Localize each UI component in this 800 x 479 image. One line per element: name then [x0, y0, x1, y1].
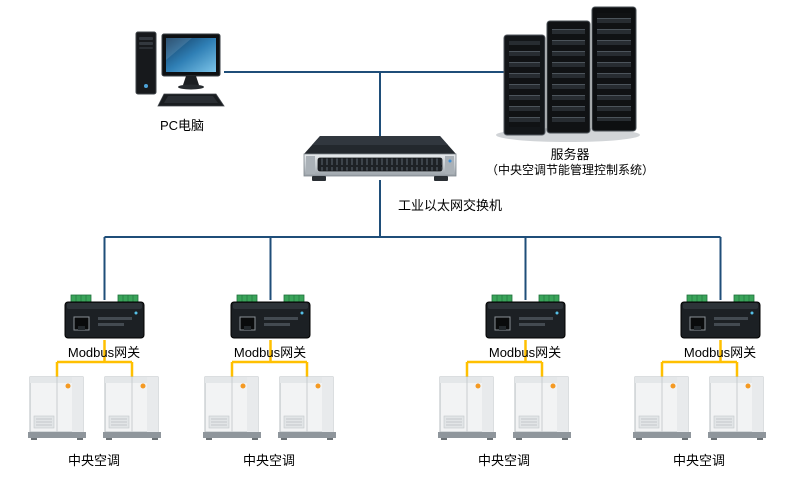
- pc-icon: [135, 31, 225, 107]
- server-sublabel: （中央空调节能管理控制系统）: [485, 163, 654, 177]
- modbus-gateway-icon: [485, 294, 566, 339]
- air-conditioner-icon: [203, 376, 261, 440]
- air-conditioner-icon: [103, 376, 161, 440]
- modbus-gateway-icon: [64, 294, 145, 339]
- server-label: 服务器: [550, 147, 590, 162]
- air-conditioner-icon: [513, 376, 571, 440]
- gateway-label: Modbus网关: [67, 345, 141, 360]
- air-conditioner-icon: [28, 376, 86, 440]
- ac-group-label: 中央空调: [477, 453, 530, 468]
- ac-group-label: 中央空调: [242, 453, 295, 468]
- ac-group-label: 中央空调: [672, 453, 725, 468]
- server-icon: [496, 6, 640, 142]
- switch-icon: [303, 136, 457, 181]
- modbus-gateway-icon: [680, 294, 761, 339]
- ac-group-label: 中央空调: [67, 453, 120, 468]
- modbus-line-group-2: [230, 340, 309, 380]
- pc-label: PC电脑: [159, 118, 205, 133]
- modbus-line-group-3: [465, 340, 544, 380]
- switch-label: 工业以太网交换机: [397, 198, 502, 213]
- air-conditioner-icon: [438, 376, 496, 440]
- modbus-line-group-1: [55, 340, 134, 380]
- gateway-label: Modbus网关: [488, 345, 562, 360]
- modbus-gateway-icon: [230, 294, 311, 339]
- air-conditioner-icon: [278, 376, 336, 440]
- air-conditioner-icon: [708, 376, 766, 440]
- air-conditioner-icon: [633, 376, 691, 440]
- gateway-label: Modbus网关: [683, 345, 757, 360]
- modbus-line-group-4: [660, 340, 739, 380]
- gateway-label: Modbus网关: [233, 345, 307, 360]
